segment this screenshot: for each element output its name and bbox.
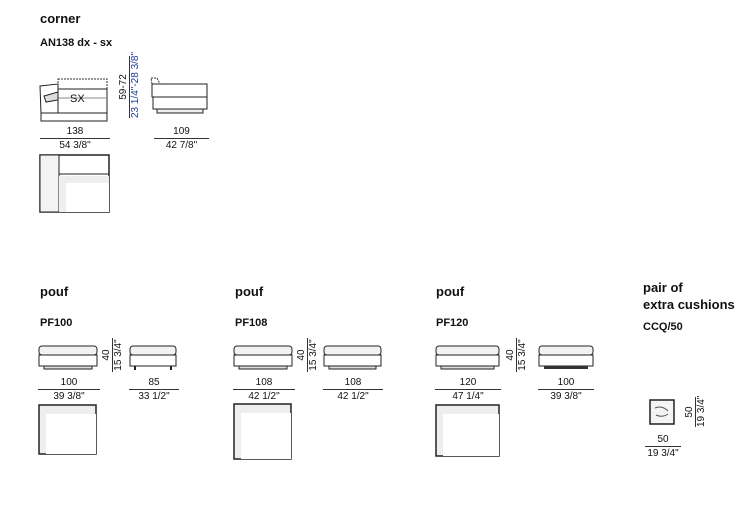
cushions-code: CCQ/50 [643, 321, 683, 333]
pouf-side-drawing [129, 345, 177, 370]
pouf-front-drawing [233, 345, 293, 370]
pouf-top-drawing [435, 404, 500, 457]
pouf-top-drawing [38, 404, 97, 455]
corner-side-label: SX [70, 93, 85, 105]
pouf-top-drawing [233, 403, 292, 460]
pouf-code: PF108 [235, 317, 268, 329]
pouf-code: PF120 [436, 317, 469, 329]
pouf-front-drawing [38, 345, 98, 370]
pouf-title: pouf [40, 284, 69, 299]
corner-top-drawing [39, 154, 110, 213]
pouf-side-drawing [323, 345, 382, 370]
pouf-code: PF100 [40, 317, 73, 329]
pouf-title: pouf [235, 284, 264, 299]
pouf-title: pouf [436, 284, 465, 299]
corner-front-drawing [39, 78, 108, 122]
pouf-side-drawing [538, 345, 594, 369]
corner-code: AN138 dx - sx [40, 37, 113, 49]
corner-title: corner [40, 11, 81, 26]
corner-side-drawing [150, 77, 208, 114]
pouf-front-drawing [435, 345, 500, 370]
cushion-drawing [649, 399, 675, 425]
